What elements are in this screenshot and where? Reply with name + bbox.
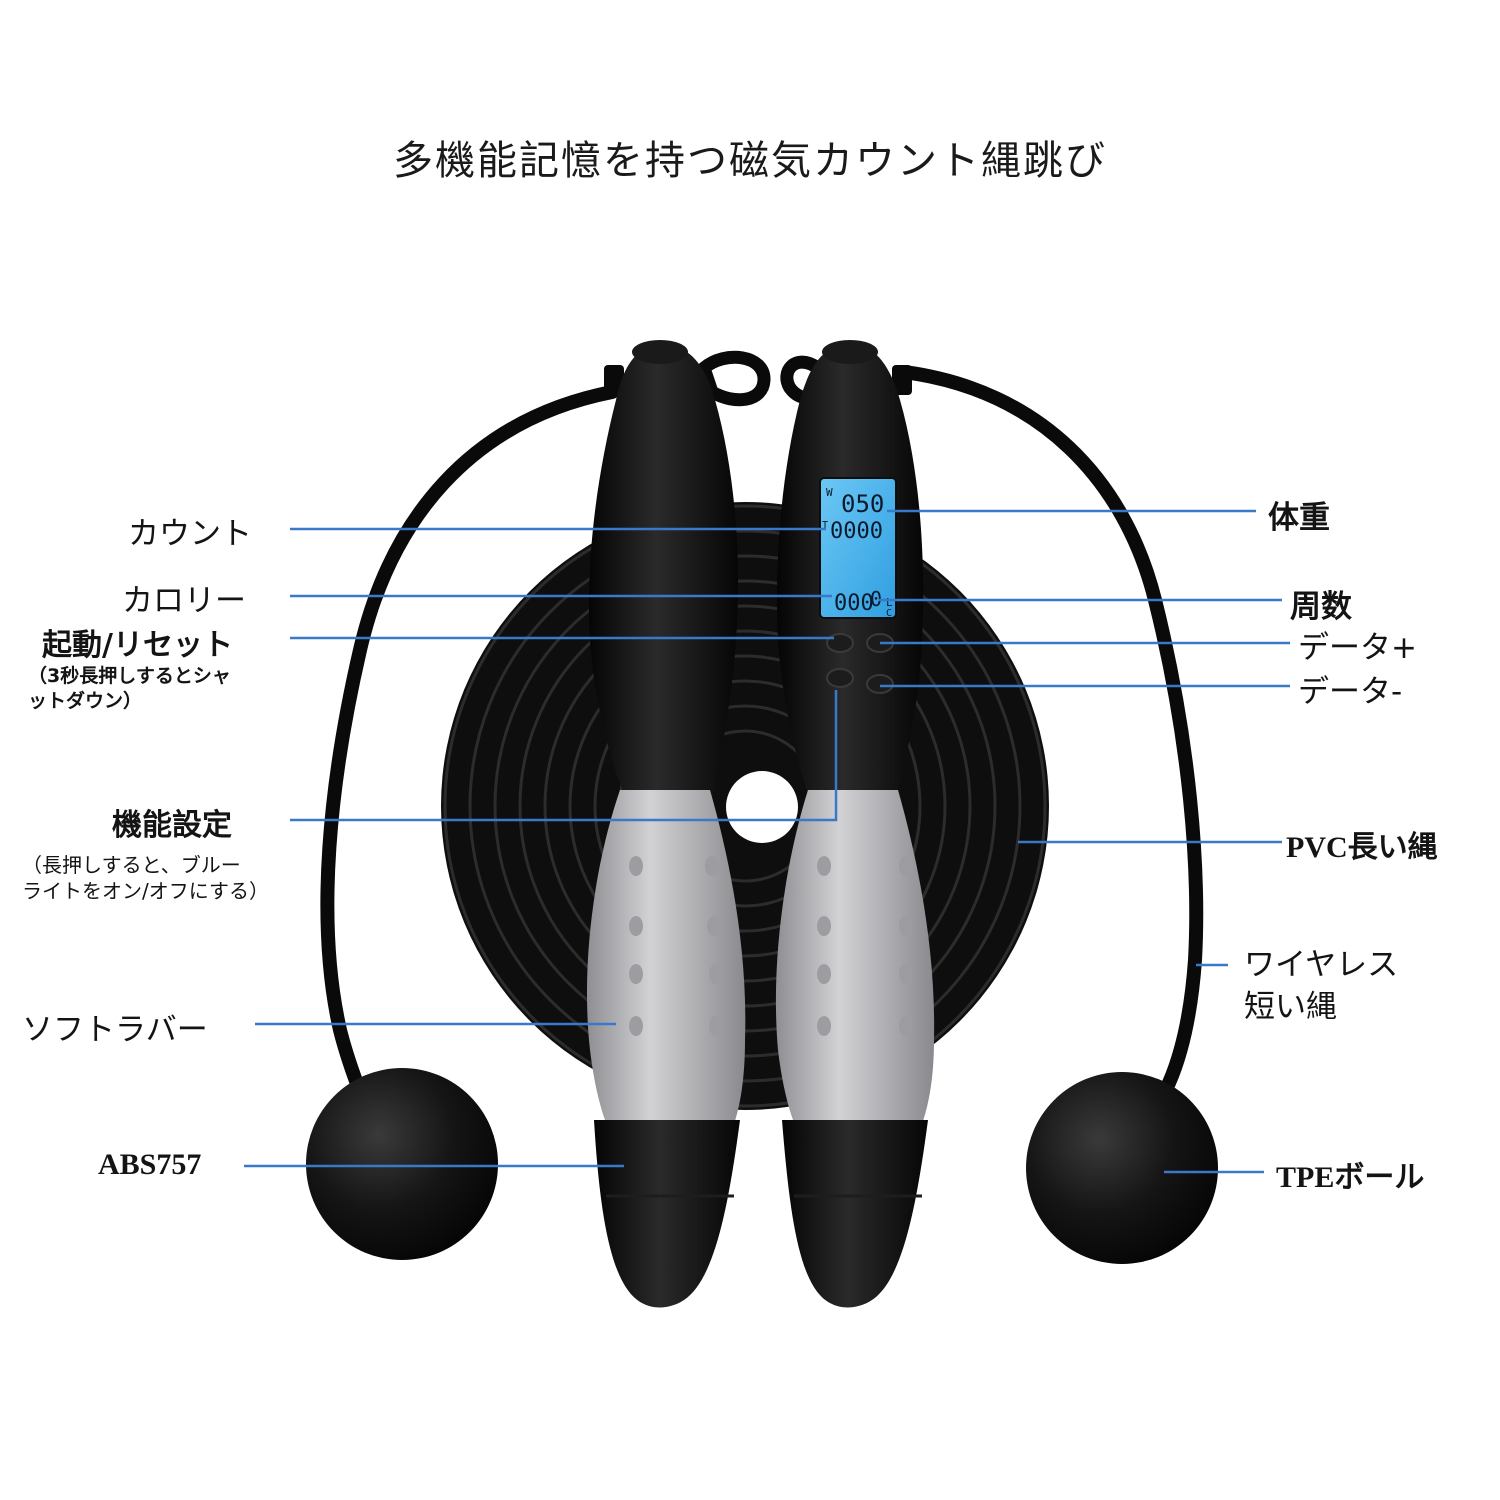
lcd-w-indicator: W [826, 486, 833, 499]
label-function-note: （長押しすると、ブルー ライトをオン/オフにする） [22, 852, 269, 904]
lcd-count-value: 0000 [830, 519, 883, 544]
right-short-rope [897, 365, 1204, 1115]
lcd-weight-value: 050 [841, 490, 884, 518]
label-function: 機能設定 [112, 808, 232, 843]
right-tpe-ball [1026, 1072, 1218, 1264]
label-calorie: カロリー [122, 583, 246, 619]
label-start-reset-note-line1: （3秒長押しするとシャ [28, 665, 231, 687]
lcd-screen [819, 477, 897, 619]
label-data-minus: データ- [1298, 674, 1403, 710]
lcd-c-indicator: C [886, 608, 892, 619]
lcd-calorie-value: 000 [834, 591, 874, 616]
data-minus-button [866, 674, 894, 694]
label-wireless-line1: ワイヤレス [1244, 947, 1399, 983]
left-short-rope [320, 385, 619, 1105]
page-title: 多機能記憶を持つ磁気カウント縄跳び [393, 138, 1107, 184]
lcd-t-indicator: T [822, 520, 828, 531]
left-tpe-ball [306, 1068, 498, 1260]
leader-function [290, 690, 838, 822]
label-soft-rubber: ソフトラバー [22, 1012, 208, 1048]
label-start-reset-note-line2: ットダウン） [28, 690, 143, 712]
lcd-circles-value: 0 [870, 587, 882, 611]
lcd-l-indicator: L [886, 596, 893, 609]
label-pvc: PVC長い縄 [1286, 831, 1438, 864]
leader-lines [244, 509, 1290, 1174]
label-wireless: ワイヤレス 短い縄 [1244, 944, 1398, 1028]
label-function-note-line1: （長押しすると、ブルー [22, 853, 241, 877]
label-data-plus: データ+ [1298, 630, 1417, 666]
function-button [826, 668, 854, 688]
label-wireless-line2: 短い縄 [1244, 989, 1337, 1025]
left-handle [586, 340, 771, 1308]
start-reset-button [826, 633, 854, 653]
label-abs: ABS757 [98, 1148, 202, 1181]
coil-center-hole [726, 771, 798, 843]
label-count: カウント [128, 516, 252, 552]
label-tpe: TPEボール [1276, 1161, 1425, 1194]
label-start-reset: 起動/リセット [42, 628, 233, 663]
label-start-reset-note: （3秒長押しするとシャ ットダウン） [28, 664, 231, 714]
label-function-note-line2: ライトをオン/オフにする） [22, 879, 269, 903]
label-weight: 体重 [1268, 500, 1330, 536]
label-laps: 周数 [1290, 589, 1352, 625]
